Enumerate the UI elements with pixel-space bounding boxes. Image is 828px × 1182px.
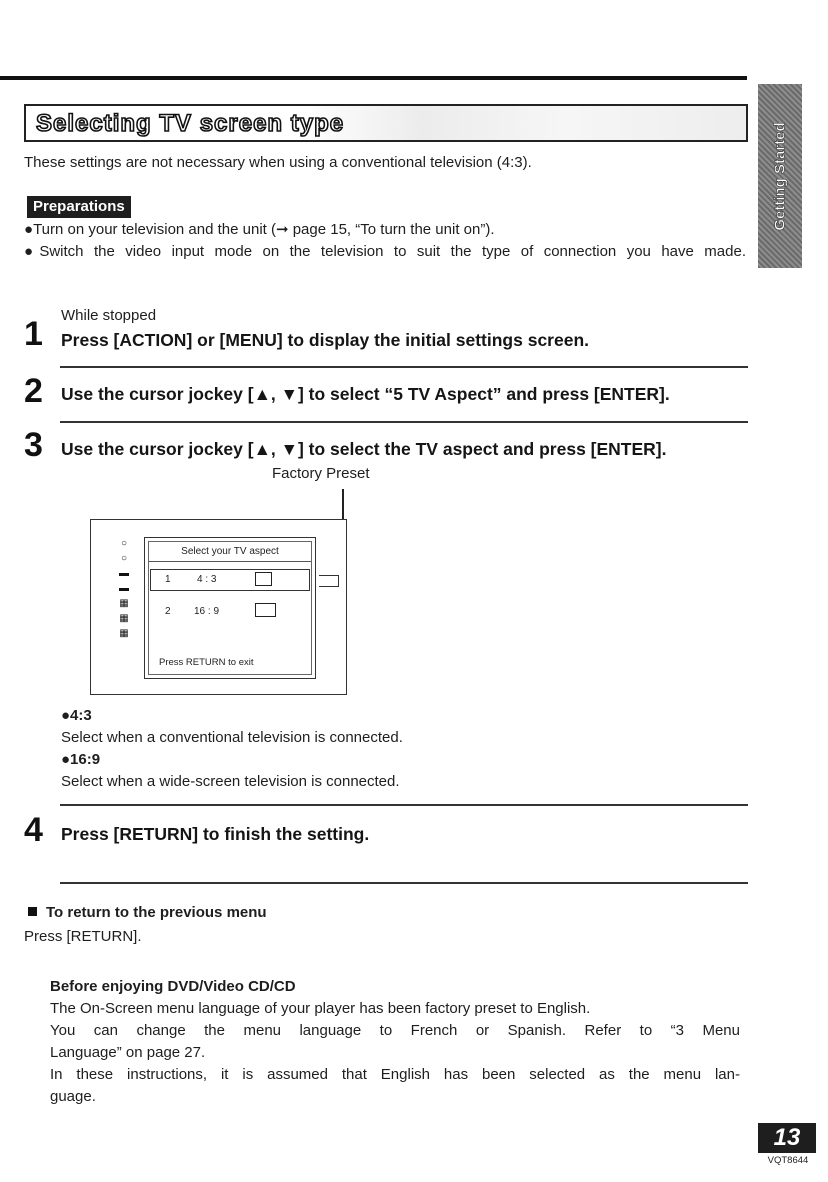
step-text: Use the cursor jockey [▲, ▼] to select t… xyxy=(61,439,667,459)
section-title: Selecting TV screen type xyxy=(35,109,345,138)
divider xyxy=(60,421,748,423)
paragraph: You can change the menu language to Fren… xyxy=(50,1022,740,1039)
side-tab: Getting Started xyxy=(758,84,802,268)
factory-preset-label: Factory Preset xyxy=(272,465,370,482)
divider xyxy=(60,366,748,368)
aspect-4-3-icon xyxy=(255,572,272,586)
intro-text: These settings are not necessary when us… xyxy=(24,154,532,171)
option-heading: ●16:9 xyxy=(61,751,101,768)
osd-option-row: 1 4 : 3 xyxy=(150,569,310,591)
aspect-16-9-icon xyxy=(255,603,276,617)
disc-icon: ○ xyxy=(120,553,128,564)
menu-icon: ▬ xyxy=(119,568,129,579)
option-description: Select when a wide-screen television is … xyxy=(61,773,400,790)
paragraph: The On-Screen menu language of your play… xyxy=(50,1000,591,1017)
note-body: Press [RETURN]. xyxy=(24,928,142,945)
step-number: 3 xyxy=(24,426,43,464)
osd-option-value: 16 : 9 xyxy=(194,606,220,617)
paragraph: In these instructions, it is assumed tha… xyxy=(50,1066,740,1083)
square-bullet-icon xyxy=(28,907,37,916)
document-code: VQT8644 xyxy=(767,1155,809,1166)
osd-panel: Select your TV aspect 1 4 : 3 2 16 : 9 P… xyxy=(144,537,316,679)
settings-icon: ▦ xyxy=(119,628,129,639)
settings-icon: ▦ xyxy=(119,613,129,624)
osd-header: Select your TV aspect xyxy=(149,542,311,562)
step-text: Press [ACTION] or [MENU] to display the … xyxy=(61,330,590,350)
step-text: Use the cursor jockey [▲, ▼] to select “… xyxy=(61,384,670,404)
step-sub-text: While stopped xyxy=(61,307,157,324)
top-rule xyxy=(0,76,747,80)
step-number: 1 xyxy=(24,315,43,353)
step-number: 2 xyxy=(24,372,43,410)
option-heading: ●4:3 xyxy=(61,707,92,724)
osd-screen: ○ ○ ▬ ▬ ▦ ▦ ▦ Select your TV aspect 1 4 … xyxy=(90,519,347,695)
paragraph: Language” on page 27. xyxy=(50,1044,206,1061)
before-enjoying-block: Before enjoying DVD/Video CD/CD The On-S… xyxy=(50,976,740,1108)
side-tab-label: Getting Started xyxy=(771,121,789,231)
osd-icon-column: ○ ○ ▬ ▬ ▦ ▦ ▦ xyxy=(117,536,133,641)
preparation-item: ●Switch the video input mode on the tele… xyxy=(24,243,746,260)
settings-icon: ▦ xyxy=(119,598,129,609)
divider xyxy=(60,882,748,884)
osd-footer: Press RETURN to exit xyxy=(159,657,254,668)
step-number: 4 xyxy=(24,811,43,849)
option-description: Select when a conventional television is… xyxy=(61,729,403,746)
paragraph: guage. xyxy=(50,1088,96,1105)
page-number: 13 xyxy=(758,1123,816,1153)
preparation-item: ●Turn on your television and the unit (➞… xyxy=(24,221,495,238)
osd-option-number: 2 xyxy=(165,606,171,617)
note-heading: To return to the previous menu xyxy=(28,904,267,921)
callout-bracket xyxy=(319,575,339,587)
menu-icon: ▬ xyxy=(119,583,129,594)
preparations-label: Preparations xyxy=(27,196,131,218)
section-title-box: Selecting TV screen type xyxy=(24,104,748,142)
disc-icon: ○ xyxy=(120,538,128,549)
step-text: Press [RETURN] to finish the setting. xyxy=(61,824,370,844)
divider xyxy=(60,804,748,806)
before-enjoying-title: Before enjoying DVD/Video CD/CD xyxy=(50,978,296,995)
